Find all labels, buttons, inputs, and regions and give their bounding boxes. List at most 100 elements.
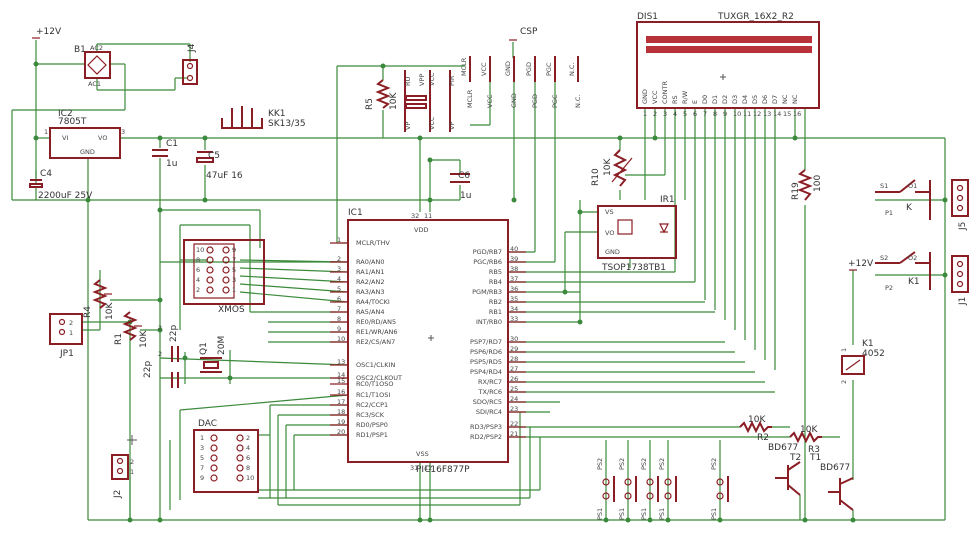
- lcd-pin-label: NC: [781, 94, 789, 104]
- csp-pin-bottom-label: PGC: [551, 94, 559, 108]
- regulator-ic2-value: 7805T: [58, 117, 87, 127]
- pic-pin-right-label: RB5: [489, 268, 502, 276]
- lcd-pin-num: 2: [653, 110, 657, 118]
- capacitor-c4-value: 2200uF 25V: [38, 191, 93, 201]
- pic-pin-left-num: 4: [337, 275, 341, 283]
- csp-pin-top-label: PGC: [545, 62, 553, 76]
- csp-pin-top-label: VCC: [480, 62, 488, 76]
- bridge-b1: B1 AC2 AC1: [74, 44, 111, 88]
- lcd-pin-num: 14: [773, 110, 781, 118]
- lcd-pin-num: 3: [663, 110, 667, 118]
- capacitor-c1-name: C1: [166, 139, 178, 149]
- csp-pin-top-label: MCLR: [460, 57, 468, 76]
- regulator-gnd: GND: [80, 148, 95, 156]
- pic-pin-left-label: RA0/AN0: [356, 258, 384, 266]
- push-button-bottom-label: PS1: [640, 508, 648, 520]
- pic-pin-right-num: 29: [510, 345, 518, 353]
- resistor-r10-value: 10K: [603, 158, 613, 176]
- capacitor-c1: C1 1u: [152, 139, 178, 169]
- lcd-pin-label: R/W: [681, 90, 689, 104]
- pic-pin-right-label: PGM/RB3: [472, 288, 502, 296]
- lcd-pin-num: 5: [683, 110, 687, 118]
- pic-pin-right-num: 33: [510, 315, 518, 323]
- push-button-bottom-label: PS1: [618, 508, 626, 520]
- csp-pin-bottom-label: VCC: [486, 94, 494, 108]
- heatsink-kk1-name: KK1: [268, 109, 286, 119]
- resistor-r4: R4 10K: [83, 279, 115, 320]
- relay-1-j: J5: [958, 222, 968, 231]
- pic-pin-left-num: 8: [337, 315, 341, 323]
- junctions: [33, 61, 948, 523]
- resistor-r4-name: R4: [83, 306, 93, 318]
- csp-pin-bottom-label: PGD: [531, 94, 539, 108]
- ir-vo: VO: [605, 229, 614, 237]
- relay-coil-k1: K1 4052 1 2: [840, 339, 885, 384]
- connector-j4-label: J4: [187, 43, 197, 53]
- wires: [11, 40, 946, 521]
- pic-vdd: VDD: [414, 226, 428, 234]
- relay-2-o: O2: [908, 254, 917, 262]
- relay-2-k: K1: [908, 277, 920, 287]
- resistor-r10-name: R10: [591, 168, 601, 186]
- ir-vs: VS: [605, 208, 614, 216]
- relay-coil-value: 4052: [862, 349, 885, 359]
- pic-name: IC1: [348, 208, 363, 218]
- lcd-name: DIS1: [637, 12, 658, 22]
- pic-pin12: 12: [424, 464, 432, 472]
- capacitor-c5: C5 47uF 16: [196, 151, 243, 181]
- ir-name: IR1: [660, 195, 675, 205]
- mclr-jumper-vpp: VPP: [418, 74, 426, 86]
- heatsink-kk1: KK1 SK13/35: [221, 106, 306, 129]
- pic-pin-left-num: 6: [337, 295, 341, 303]
- regulator-pin3: 3: [121, 128, 125, 136]
- xmos-pin-right: 3: [232, 276, 236, 284]
- pic-pin32: 32: [411, 212, 419, 220]
- resistor-r3-value: 10K: [800, 425, 818, 435]
- pic-pin-right-num: 27: [510, 365, 518, 373]
- pic-pin-right-num: 30: [510, 335, 518, 343]
- csp-pin-top-label: N.C.: [568, 62, 576, 76]
- supply-12v-left: +12V: [32, 27, 62, 39]
- crystal-cap-a-pos: 2: [158, 324, 162, 332]
- pic-pin-right-num: 21: [510, 430, 518, 438]
- pic-pin-right-num: 28: [510, 355, 518, 363]
- pic-pin-left-num: 17: [337, 398, 345, 406]
- dac-pin-left: 1: [200, 434, 204, 442]
- connector-j4: J4: [182, 43, 198, 85]
- transistor-t1-name: T1: [809, 453, 821, 463]
- dac-name: DAC: [198, 419, 217, 429]
- lcd-pin-num: 6: [693, 110, 697, 118]
- mclr-jumper-bottom-3: VP: [448, 122, 456, 130]
- pic-pin-right-label: RD3/PSP3: [470, 423, 502, 431]
- supply-12v-right: +12V: [848, 259, 874, 271]
- relay-1-s: S1: [880, 182, 888, 190]
- jp1-pin1: 1: [69, 329, 73, 337]
- pic-pin-right-num: 35: [510, 295, 518, 303]
- xmos-pin-right: 1: [232, 286, 236, 294]
- pic-pin-left-num: 2: [337, 255, 341, 263]
- relay-coil-name: K1: [862, 339, 874, 349]
- lcd-pin-label: E: [691, 100, 699, 104]
- pic-pin-left-label: MCLR/THV: [356, 239, 390, 247]
- pic-pin-right-label: PSP6/RD6: [470, 348, 502, 356]
- jumper-jp1: 2 1 JP1: [49, 313, 83, 359]
- resistor-r3-name: R3: [808, 445, 820, 455]
- pic-pin-right-label: RB1: [489, 308, 502, 316]
- dac-pin-left: 3: [200, 444, 204, 452]
- mclr-jumper-pir: PIR: [448, 75, 456, 86]
- pic-pin-left-label: RA2/AN2: [356, 278, 384, 286]
- pic-pin-left-num: 19: [337, 418, 345, 426]
- capacitor-c1-value: 1u: [166, 159, 177, 169]
- xmos-pin-left: 6: [196, 266, 200, 274]
- pic-pin-right-num: 40: [510, 245, 518, 253]
- pic-pin-left-num: 9: [337, 325, 341, 333]
- push-button-bottom-label: PS1: [596, 508, 604, 520]
- resistor-r5-value: 10K: [389, 92, 399, 110]
- mclr-jumper-vcc: VCC: [428, 72, 436, 86]
- bridge-ac2: AC2: [90, 44, 103, 52]
- mclr-jumper-bottom-1: VP: [404, 122, 412, 130]
- pic-pin-left-label: RD1/PSP1: [356, 431, 388, 439]
